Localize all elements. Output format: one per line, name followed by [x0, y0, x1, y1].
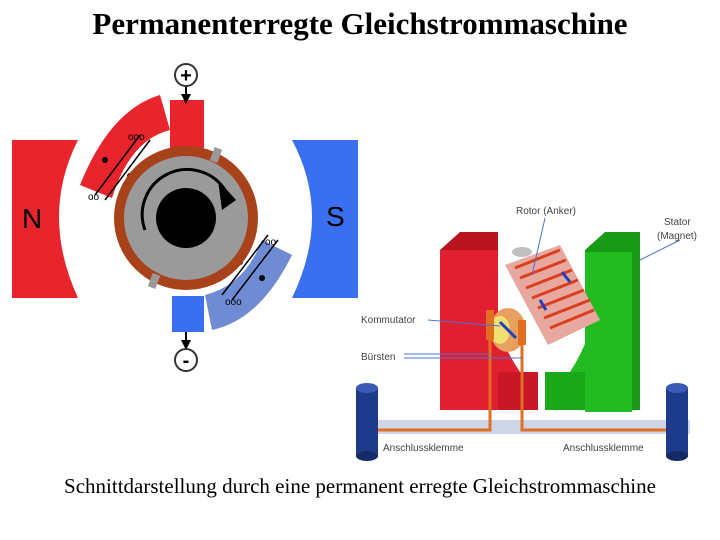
- commutator: [490, 308, 526, 352]
- svg-text:oo: oo: [88, 192, 100, 203]
- rotor-armature: [505, 245, 600, 345]
- slide-caption: Schnittdarstellung durch eine permanent …: [64, 474, 656, 498]
- svg-text:ooo: ooo: [225, 297, 242, 308]
- label-commutator: Kommutator: [361, 315, 416, 326]
- minus-terminal-symbol: -: [183, 350, 190, 372]
- brush-leads: [378, 340, 675, 432]
- svg-text:oo: oo: [265, 237, 277, 248]
- bottom-brush-lead: [172, 296, 204, 332]
- south-pole-magnet: [292, 140, 358, 298]
- stator-red: [440, 232, 538, 410]
- armature-pole-upper: ooo oo: [80, 95, 170, 203]
- plus-terminal-circle: [174, 63, 198, 87]
- plus-terminal-symbol: +: [180, 65, 192, 87]
- label-brushes: Bürsten: [361, 352, 395, 363]
- rotation-arrow: [140, 167, 227, 231]
- north-pole-magnet: [12, 140, 78, 298]
- minus-terminal-circle: [174, 348, 198, 372]
- svg-text:ooo: ooo: [128, 132, 145, 143]
- label-stator: Stator: [664, 217, 691, 228]
- label-stator-magnet: (Magnet): [657, 231, 697, 242]
- leader-lines: [404, 217, 681, 359]
- rotor-shaft: [156, 188, 216, 248]
- slide-title: Permanenterregte Gleichstrommaschine: [92, 6, 628, 41]
- top-brush-lead: [170, 100, 204, 148]
- label-terminal-left: Anschlussklemme: [383, 443, 464, 454]
- terminal-right: [666, 383, 688, 461]
- north-pole-label: N: [22, 203, 42, 234]
- stator-green: [545, 232, 640, 412]
- south-pole-label: S: [326, 201, 345, 232]
- rotation-arrowhead: [218, 180, 236, 210]
- label-terminal-right: Anschlussklemme: [563, 443, 644, 454]
- cross-section: N S + - ooo oo ooo oo: [12, 63, 358, 372]
- label-rotor: Rotor (Anker): [516, 206, 576, 217]
- terminal-left: [356, 383, 378, 461]
- base-plate: [360, 420, 690, 434]
